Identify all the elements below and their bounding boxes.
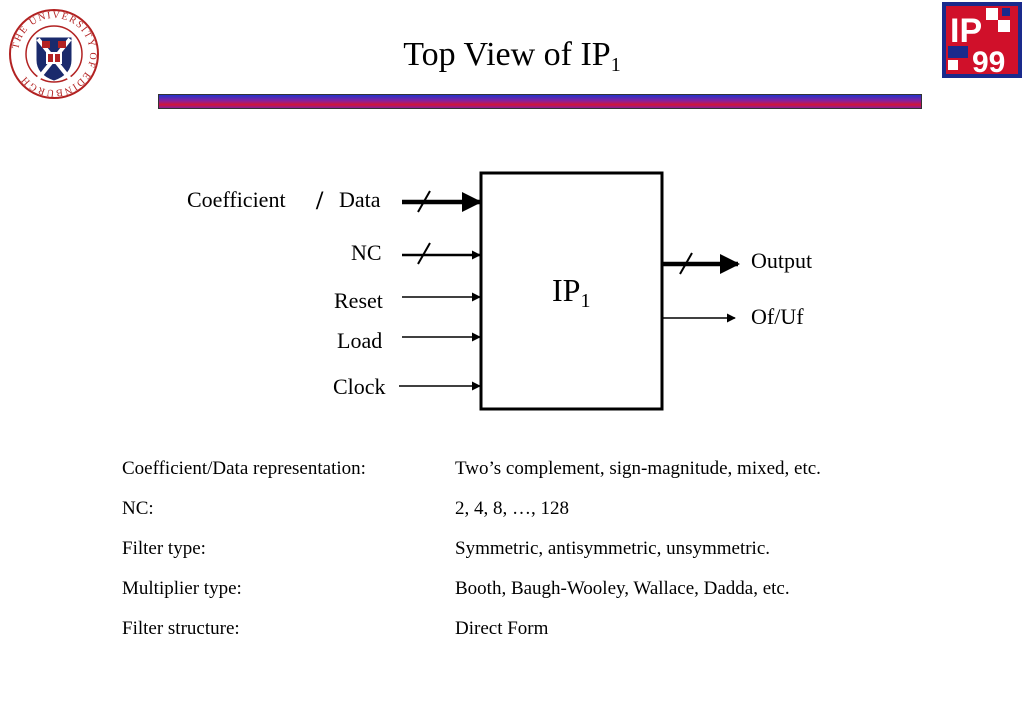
- title-underline-bar: [158, 94, 922, 109]
- spec-value: Direct Form: [455, 618, 549, 639]
- input-label-clock: Clock: [333, 374, 386, 399]
- ip-block-label: IP1: [552, 272, 590, 312]
- output-label-ofuf: Of/Uf: [751, 304, 804, 329]
- spec-key: Filter type:: [122, 538, 206, 559]
- input-label-slash: /: [315, 186, 324, 215]
- page-title: Top View of IP1: [403, 36, 621, 76]
- spec-key: Coefficient/Data representation:: [122, 458, 366, 479]
- spec-table: Coefficient/Data representation: Two’s c…: [122, 458, 821, 658]
- nc-bus-slash: [417, 242, 431, 265]
- spec-row: Filter structure: Direct Form: [122, 618, 821, 658]
- spec-key: NC:: [122, 498, 154, 519]
- spec-value: Symmetric, antisymmetric, unsymmetric.: [455, 538, 771, 559]
- coefficient-data-bus-slash: [417, 190, 431, 213]
- spec-key: Multiplier type:: [122, 578, 242, 599]
- spec-value: Two’s complement, sign-magnitude, mixed,…: [455, 458, 821, 479]
- svg-text:99: 99: [972, 46, 1005, 78]
- input-label-data: Data: [339, 187, 381, 212]
- input-label-load: Load: [337, 328, 382, 353]
- spec-row: Filter type: Symmetric, antisymmetric, u…: [122, 538, 821, 578]
- spec-key: Filter structure:: [122, 618, 240, 639]
- university-of-edinburgh-logo: THE UNIVERSITY OF EDINBURGH: [9, 9, 99, 99]
- output-label-output: Output: [751, 248, 812, 273]
- spec-row: Coefficient/Data representation: Two’s c…: [122, 458, 821, 498]
- spec-row: NC: 2, 4, 8, …, 128: [122, 498, 821, 538]
- ip99-logo: IP 99: [942, 2, 1022, 78]
- ip-block: [479, 171, 664, 411]
- input-label-nc: NC: [351, 240, 382, 265]
- spec-row: Multiplier type: Booth, Baugh-Wooley, Wa…: [122, 578, 821, 618]
- output-bus-slash: [679, 252, 693, 275]
- svg-text:IP: IP: [950, 12, 982, 50]
- input-label-coefficient: Coefficient: [187, 187, 286, 212]
- spec-value: 2, 4, 8, …, 128: [455, 498, 569, 519]
- spec-value: Booth, Baugh-Wooley, Wallace, Dadda, etc…: [455, 578, 790, 599]
- input-label-reset: Reset: [334, 288, 383, 313]
